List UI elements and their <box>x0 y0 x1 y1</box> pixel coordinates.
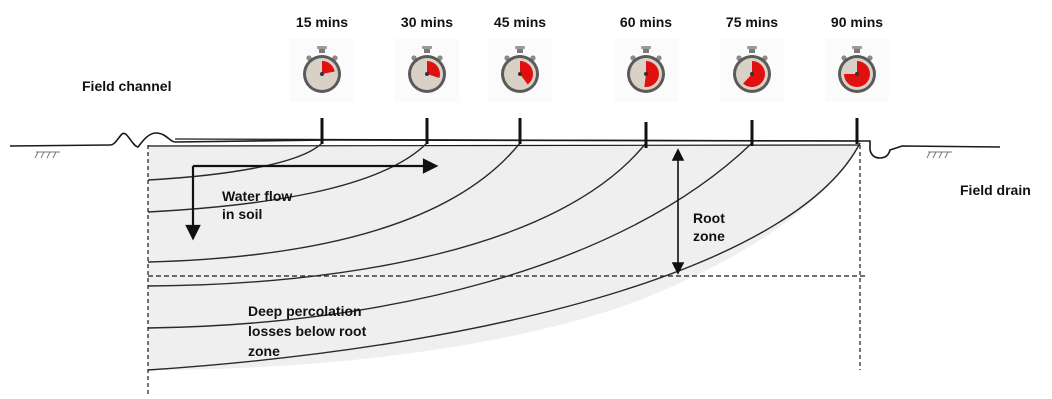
root-zone-label-line2: zone <box>693 228 725 244</box>
water-flow-label-line2: in soil <box>222 206 263 222</box>
time-label: 60 mins <box>619 14 673 30</box>
wetting-fronts <box>147 142 861 371</box>
ground-surface <box>9 132 1001 159</box>
wetting-front-90 <box>147 142 861 371</box>
arrow-down-icon <box>671 262 685 275</box>
stopwatch-icon <box>614 38 678 102</box>
stopwatch-icon <box>720 38 784 102</box>
field-drain-label: Field drain <box>960 182 1031 198</box>
deep-percolation-label-line2: losses below root <box>248 323 367 339</box>
time-label: 45 mins <box>493 14 547 30</box>
ground-hatch-icon <box>34 151 60 159</box>
root-zone-arrow <box>671 148 685 275</box>
arrow-up-icon <box>671 148 685 161</box>
ground-hatch-icon <box>926 151 952 159</box>
time-label: 15 mins <box>295 14 349 30</box>
water-flow-arrows <box>185 158 439 241</box>
wetting-front-30 <box>147 142 428 213</box>
stopwatch-icon <box>488 38 552 102</box>
wetted-soil-region <box>148 145 860 370</box>
water-flow-label-line1: Water flow <box>222 188 293 204</box>
arrow-down-icon <box>185 224 201 241</box>
advance-stakes <box>320 118 859 148</box>
wetting-front-45 <box>147 142 521 263</box>
arrow-right-icon <box>422 158 439 174</box>
field-surface-lower <box>147 144 861 147</box>
time-label: 75 mins <box>725 14 779 30</box>
field-channel-label: Field channel <box>82 78 172 94</box>
stopwatch-icon <box>825 38 889 102</box>
wetting-front-15 <box>147 142 323 181</box>
root-zone-label-line1: Root <box>693 210 725 226</box>
stopwatch-icon <box>290 38 354 102</box>
time-label: 30 mins <box>400 14 454 30</box>
deep-percolation-label-line3: zone <box>248 343 280 359</box>
stopwatch-icon <box>395 38 459 102</box>
wetting-front-75 <box>147 142 753 329</box>
field-surface-top <box>174 138 861 142</box>
time-label: 90 mins <box>830 14 884 30</box>
wetting-front-60 <box>147 142 647 287</box>
deep-percolation-label-line1: Deep percolation <box>248 303 362 319</box>
